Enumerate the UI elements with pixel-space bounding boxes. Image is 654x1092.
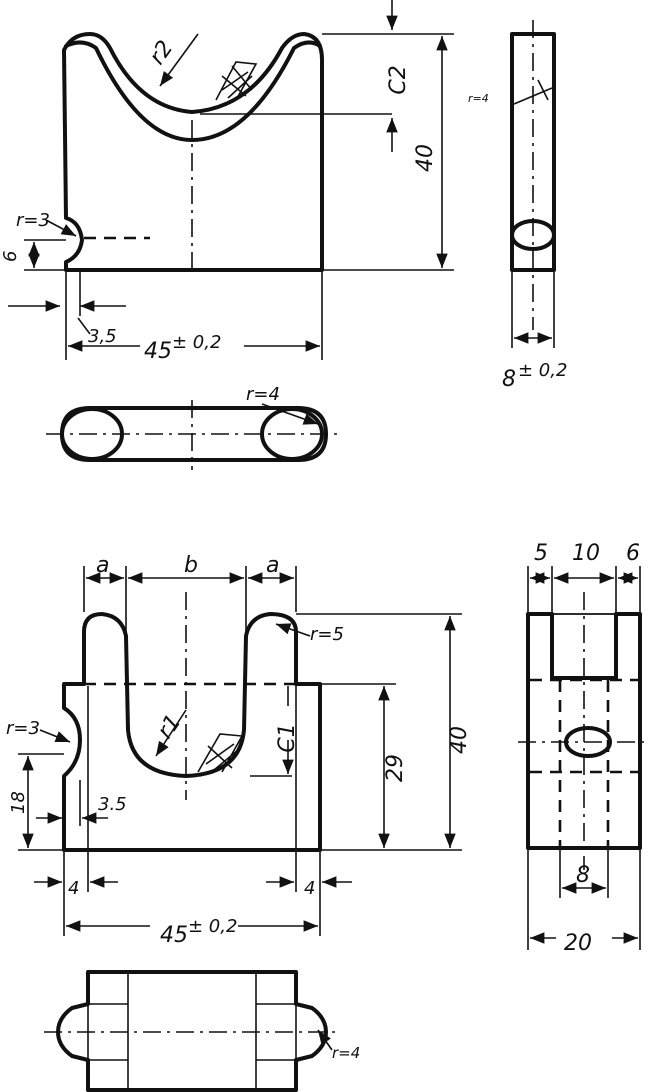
top-side-thickness-label: 8: [502, 367, 516, 392]
bottom-plan-radius-leader: [317, 1029, 333, 1051]
bottom-front-small-radius-label: r=3: [6, 718, 40, 739]
top-side-thickness-tol: ± 0,2: [518, 360, 567, 381]
top-side-view: r=4 8 ± 0,2: [468, 20, 567, 392]
bottom-front-small-radius-leader: [39, 729, 71, 743]
bottom-plan-outline: [56, 970, 328, 1092]
bottom-front-inner-height-label: 29: [383, 754, 408, 782]
top-front-small-radius-label: r=3: [16, 210, 50, 231]
top-front-radius-leader: [159, 33, 199, 87]
top-front-chamfer-label: C2: [386, 65, 411, 94]
bottom-front-b-label: b: [184, 553, 198, 578]
bottom-side-dim-left-label: 5: [534, 541, 548, 566]
top-side-hole: [510, 219, 556, 251]
top-plan-radius-label: r=4: [246, 384, 280, 405]
top-front-surface-mark: [215, 61, 258, 101]
top-front-radius-label: r2: [145, 36, 179, 69]
top-front-small-radius-leader: [45, 219, 77, 237]
top-plan-view: r=4: [46, 384, 340, 470]
top-front-inner-groove: [64, 40, 322, 142]
bottom-front-slot-radius-leader: [155, 709, 187, 757]
bottom-front-a-right-label: a: [266, 553, 279, 578]
bottom-front-top-radius-label: r=5: [310, 624, 344, 645]
bottom-front-groove-label: 18: [8, 791, 29, 814]
bottom-front-wall-left-label: 4: [68, 878, 79, 899]
bottom-front-width-label: 45: [160, 923, 188, 948]
bottom-side-hole: [564, 726, 612, 758]
bottom-front-offset-label: 3.5: [98, 794, 127, 815]
top-front-offset-label: 3,5: [88, 326, 117, 347]
bottom-side-view: 5 10 6 8 20: [518, 541, 650, 956]
top-front-groove-label: 6: [0, 251, 21, 262]
top-front-width-tol: ± 0,2: [172, 332, 221, 353]
bottom-front-slot-radius-label: r1: [153, 710, 187, 743]
top-front-outline: [62, 32, 324, 272]
bottom-front-outline: [62, 612, 322, 852]
bottom-plan-radius-label: r=4: [332, 1044, 360, 1062]
bottom-front-a-left-label: a: [96, 553, 109, 578]
bottom-front-surface-mark: [197, 733, 244, 773]
top-front-height-label: 40: [413, 144, 438, 172]
top-front-offset-leader: [77, 317, 91, 335]
bottom-front-chamfer-label: C1: [275, 723, 300, 752]
top-front-width-label: 45: [144, 339, 172, 364]
bottom-side-dim-right-label: 6: [626, 541, 640, 566]
bottom-front-top-radius-leader: [275, 623, 311, 637]
bottom-front-wall-right-label: 4: [304, 878, 315, 899]
bottom-side-width-label: 20: [564, 931, 592, 956]
top-side-radius-label: r=4: [468, 92, 489, 105]
top-front-view: r2 40 C2 r=3 6 3,5 45 ± 0,2: [0, 0, 454, 364]
top-side-radius-mark: [513, 79, 553, 105]
bottom-front-view: a b a r=5 r1 r=3 C1 29 40 18 3.5: [6, 553, 472, 948]
top-plan-radius-leader: [261, 403, 319, 425]
bottom-plan-view: r=4: [44, 970, 360, 1092]
bottom-front-height-label: 40: [447, 726, 472, 754]
bottom-side-dim-mid-label: 10: [572, 541, 600, 566]
bottom-side-slot-label: 8: [576, 863, 590, 888]
bottom-front-width-tol: ± 0,2: [188, 916, 237, 937]
